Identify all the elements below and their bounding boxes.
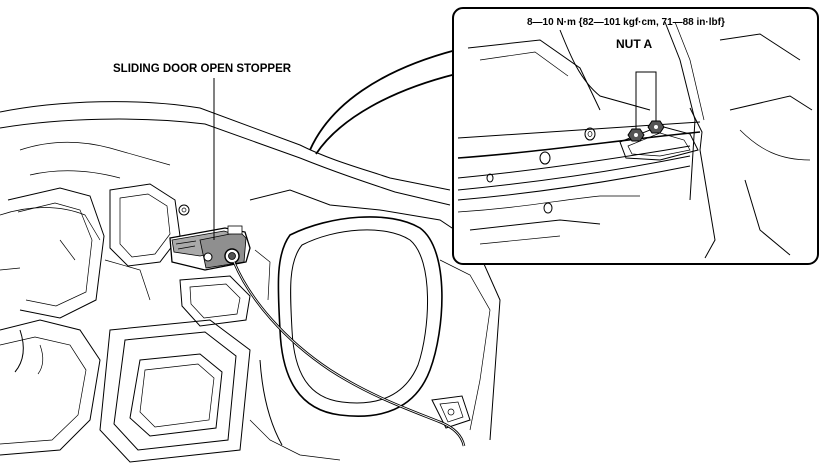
- nut-detail-view: [457, 21, 813, 259]
- nut-a-left: [627, 128, 645, 142]
- callout-pointer: [309, 49, 457, 155]
- nut-a-label: NUT A: [616, 37, 653, 51]
- stopper-label: SLIDING DOOR OPEN STOPPER: [113, 63, 292, 75]
- nut-a-right: [647, 120, 665, 134]
- vehicle-body-panel: [0, 101, 501, 463]
- sliding-door-open-stopper: [169, 225, 251, 271]
- nut-a-leader: [635, 71, 657, 129]
- detail-callout: 8—10 N·m {82—101 kgf·cm, 71—88 in·lbf} N…: [452, 7, 819, 265]
- torque-spec-label: 8—10 N·m {82—101 kgf·cm, 71—88 in·lbf}: [527, 17, 725, 28]
